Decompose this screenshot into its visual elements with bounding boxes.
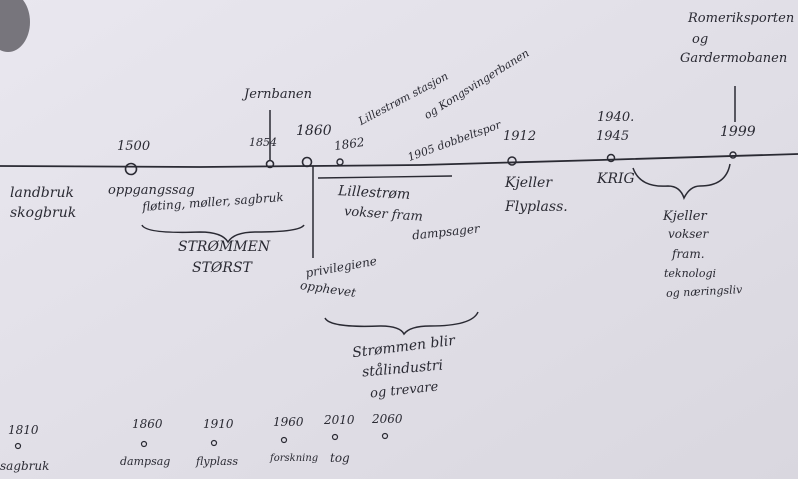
year-1860: 1860 bbox=[296, 123, 332, 139]
note-og: og bbox=[692, 32, 709, 47]
marker-1862 bbox=[336, 158, 344, 166]
note-jernbanen: Jernbanen bbox=[244, 87, 313, 102]
marker-1500 bbox=[124, 162, 138, 176]
note-kjeller-2: Kjeller bbox=[663, 209, 707, 224]
bottom-year: 1960 bbox=[273, 415, 304, 429]
bottom-marker-1910 bbox=[210, 439, 218, 447]
bottom-year: 1860 bbox=[132, 417, 163, 431]
bottom-marker-2010 bbox=[331, 433, 339, 441]
note-romeriksporten: Romeriksporten bbox=[688, 11, 795, 26]
note-vokser: vokser bbox=[668, 227, 709, 241]
note-skogbruk: skogbruk bbox=[10, 205, 77, 221]
bottom-marker-2060 bbox=[381, 432, 389, 440]
note-strommen: STRØMMEN bbox=[178, 239, 271, 255]
bottom-year: 2010 bbox=[324, 413, 355, 427]
bottom-label: tog bbox=[330, 451, 350, 465]
note-storst: STØRST bbox=[192, 260, 252, 276]
marker-1999 bbox=[729, 151, 737, 159]
bottom-marker-1960 bbox=[280, 436, 288, 444]
brace-strommen-blir bbox=[324, 311, 479, 336]
year-1945: 1945 bbox=[596, 129, 630, 144]
note-oppgangssag: oppgangssag bbox=[108, 183, 195, 198]
year-1854: 1854 bbox=[249, 136, 277, 149]
bottom-year: 1810 bbox=[8, 423, 39, 437]
marker-1945 bbox=[606, 153, 616, 163]
bottom-year: 2060 bbox=[372, 412, 403, 426]
bottom-marker-1860 bbox=[140, 440, 148, 448]
marker-1854 bbox=[265, 159, 275, 169]
brace-strommen bbox=[141, 224, 305, 244]
note-fram: fram. bbox=[672, 247, 705, 261]
year-1940: 1940. bbox=[597, 110, 635, 125]
bottom-label: flyplass bbox=[196, 455, 238, 468]
dobbeltspor-underline bbox=[317, 175, 453, 179]
bottom-label: dampsag bbox=[120, 455, 171, 468]
note-gardermobanen: Gardermobanen bbox=[680, 51, 788, 66]
bottom-label: sagbruk bbox=[0, 459, 50, 473]
marker-1912 bbox=[507, 156, 517, 166]
note-flyplass: Flyplass. bbox=[505, 199, 568, 215]
marker-1860 bbox=[301, 156, 313, 168]
note-teknologi: teknologi bbox=[664, 267, 717, 280]
brace-kjeller bbox=[632, 163, 731, 200]
year-1500: 1500 bbox=[117, 139, 151, 154]
bottom-marker-1810 bbox=[14, 442, 22, 450]
main-timeline-line bbox=[0, 153, 798, 168]
note-krig: KRIG bbox=[597, 171, 635, 187]
bottom-year: 1910 bbox=[203, 417, 234, 431]
note-kjeller-1: Kjeller bbox=[505, 175, 553, 191]
bottom-label: forskning bbox=[270, 453, 319, 464]
note-landbruk: landbruk bbox=[10, 185, 74, 201]
note-lillestrom: Lillestrøm bbox=[337, 183, 411, 203]
binder-hole-icon bbox=[0, 0, 30, 52]
year-1999: 1999 bbox=[720, 124, 756, 140]
year-1912: 1912 bbox=[503, 129, 537, 144]
